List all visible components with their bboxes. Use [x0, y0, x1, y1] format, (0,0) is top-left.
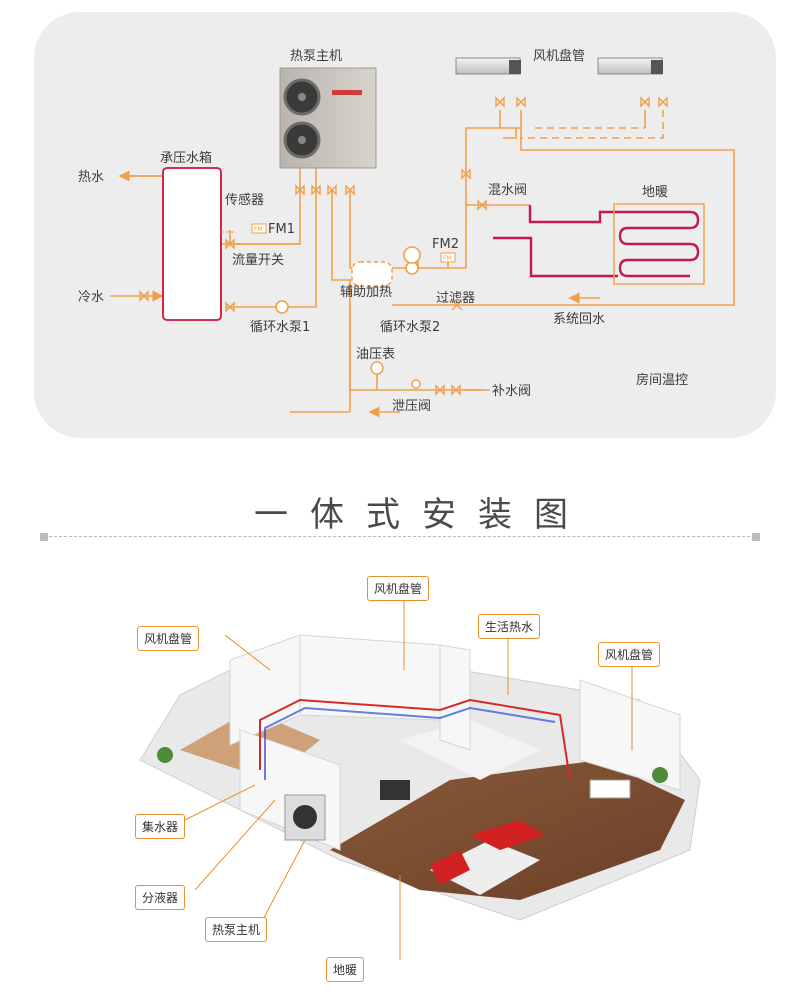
label-mixing-valve: 混水阀	[488, 183, 527, 198]
dining-table	[589, 779, 631, 799]
divider-end-right	[752, 533, 760, 541]
plant-left	[157, 747, 173, 763]
flow-meter-1-tag: FM	[254, 226, 263, 233]
callout-fan-coil-left: 风机盘管	[137, 626, 200, 651]
schematic-panel	[34, 12, 776, 438]
flow-meter-2-tag: FM	[443, 255, 452, 262]
label-heat-pump-unit: 热泵主机	[290, 49, 342, 64]
floor-heating-pipes	[493, 205, 700, 278]
label-fm1: FM1	[268, 222, 295, 237]
tv-wall	[380, 780, 410, 800]
circulation-pump-1	[275, 300, 289, 314]
label-circ-pump-1: 循环水泵1	[250, 320, 310, 335]
heat-pump-unit	[279, 67, 377, 169]
callout-fan-coil-right: 风机盘管	[598, 642, 661, 667]
heat-pump-schematic: FM FM 热泵主机 风机盘管 承压水箱 热水 冷水 传感器 FM1 流量开关 …	[78, 48, 735, 418]
flow-meter-2-box	[440, 252, 456, 263]
label-relief-valve: 泄压阀	[392, 399, 431, 414]
label-fm2: FM2	[432, 237, 459, 252]
plant-right	[652, 767, 668, 783]
sofa	[470, 820, 545, 850]
aux-heater	[351, 261, 393, 287]
interior-walls	[229, 634, 681, 851]
section-divider	[44, 536, 760, 537]
oil-pressure-gauge	[370, 361, 384, 375]
label-fan-coil: 风机盘管	[533, 48, 585, 64]
label-circ-pump-2: 循环水泵2	[380, 320, 440, 335]
fan-coil-unit-left	[455, 57, 521, 75]
section-title: 一体式安装图	[254, 495, 590, 535]
callout-fan-coil-top: 风机盘管	[367, 576, 430, 601]
label-oil-gauge: 油压表	[356, 347, 395, 362]
floor-heating-frame	[613, 203, 705, 285]
divider-end-left	[40, 533, 48, 541]
callout-floor-heating: 地暖	[326, 957, 365, 982]
flow-meter-1-box	[251, 223, 267, 234]
label-aux-heating: 辅助加热	[340, 285, 392, 300]
callout-domestic-hot-water: 生活热水	[478, 614, 541, 639]
label-hot-water: 热水	[78, 170, 104, 185]
house-heat-pump-fan	[293, 805, 317, 829]
expansion-tank	[403, 246, 421, 264]
sofa-side	[430, 850, 470, 885]
label-system-return: 系统回水	[553, 312, 605, 327]
label-cold-water: 冷水	[78, 290, 104, 305]
callout-water-distributor: 分液器	[135, 885, 186, 910]
house-illustration	[139, 590, 701, 960]
callout-heat-pump-unit: 热泵主机	[205, 917, 268, 942]
label-flow-switch: 流量开关	[232, 253, 284, 268]
valves	[139, 96, 668, 396]
rug	[430, 840, 540, 895]
filter-symbol	[451, 299, 463, 311]
label-floor-heating: 地暖	[642, 185, 668, 200]
label-pressure-tank: 承压水箱	[160, 150, 212, 166]
callout-leaders	[184, 590, 633, 960]
pressure-tank	[162, 167, 222, 321]
label-filter: 过滤器	[436, 291, 475, 306]
label-room-thermostat: 房间温控	[636, 372, 688, 388]
fan-coil-unit-right	[597, 57, 663, 75]
label-makeup-valve: 补水阀	[492, 384, 531, 399]
heating-lines	[259, 698, 571, 781]
label-sensor: 传感器	[225, 192, 264, 208]
relief-valve-body	[411, 379, 421, 389]
callout-water-collector: 集水器	[135, 814, 186, 839]
